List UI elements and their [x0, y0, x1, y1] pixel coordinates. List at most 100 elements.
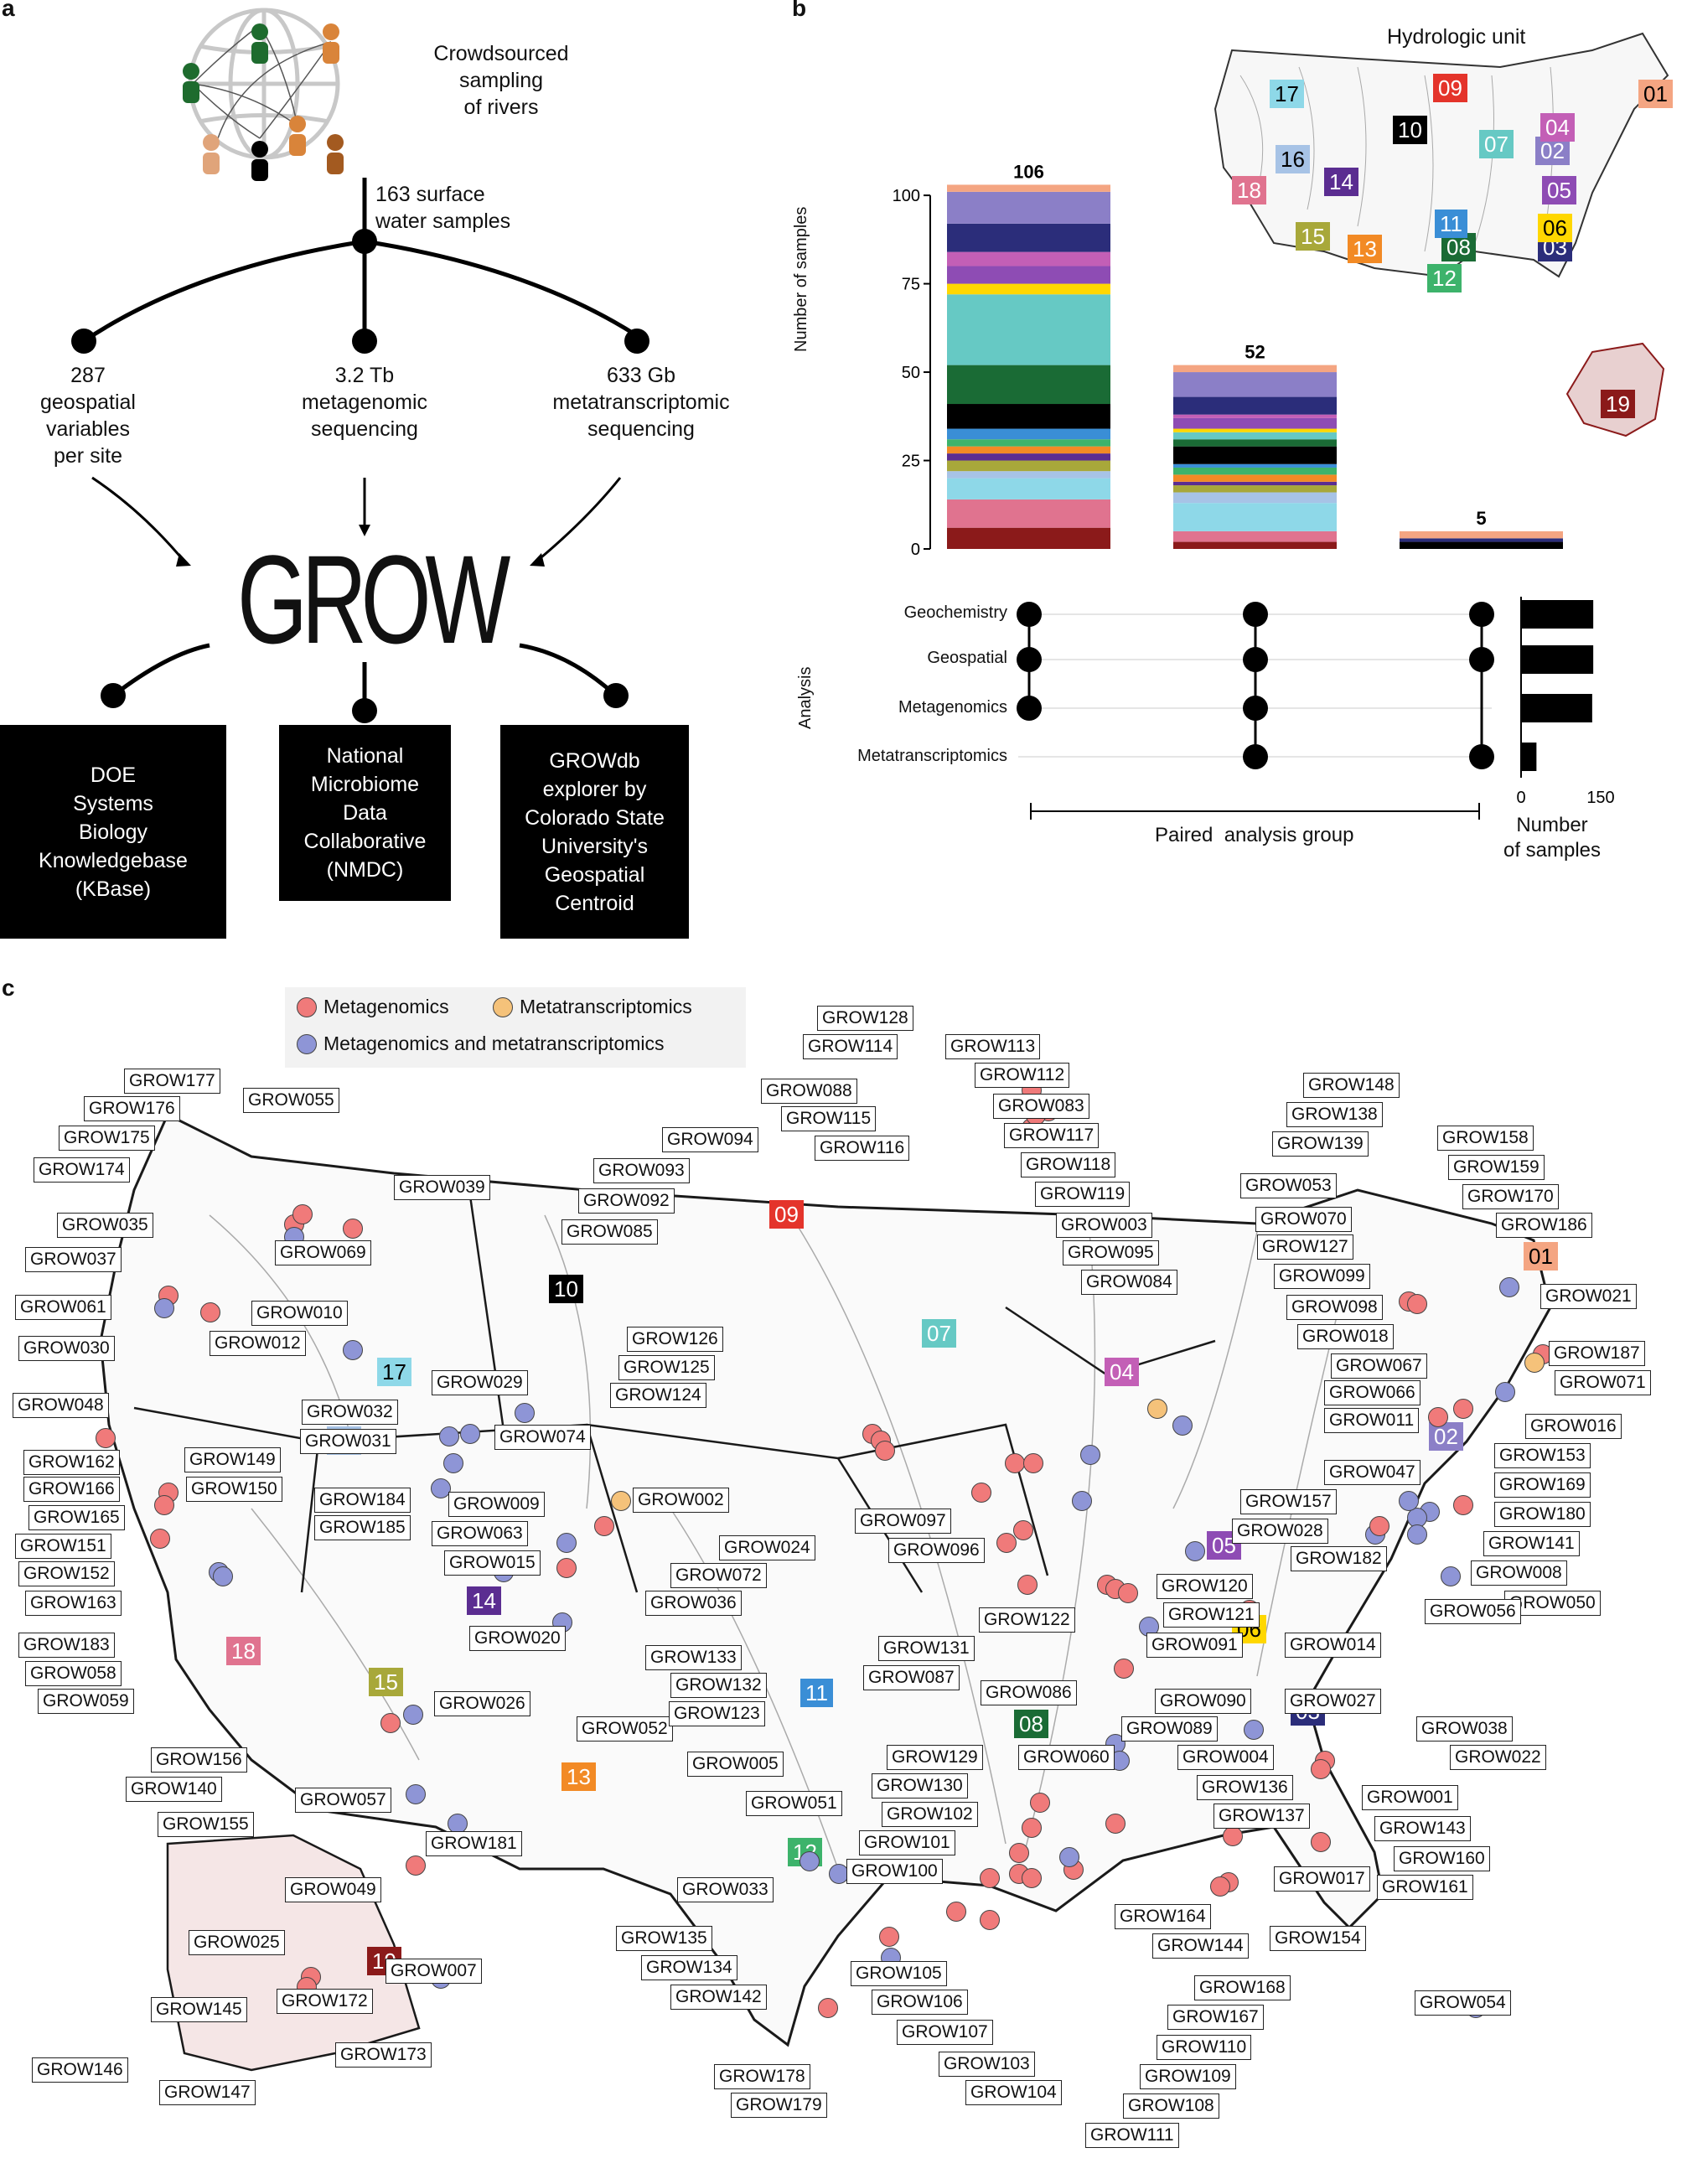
crowd-text: Crowdsourced sampling of rivers [409, 40, 593, 121]
sample-site-marker[interactable] [343, 1340, 363, 1360]
output-line: Biology [78, 820, 147, 844]
sample-site-marker[interactable] [1441, 1566, 1461, 1586]
sample-site-marker[interactable] [460, 1424, 480, 1444]
sample-site-marker[interactable] [1311, 1832, 1331, 1852]
sample-label: GROW125 [618, 1355, 715, 1380]
sample-label: GROW056 [1425, 1599, 1521, 1624]
sample-site-marker[interactable] [611, 1491, 631, 1511]
branch-line: metagenomic [301, 391, 428, 414]
sample-label: GROW005 [687, 1752, 784, 1777]
sample-site-marker[interactable] [1185, 1541, 1205, 1561]
sample-site-marker[interactable] [1311, 1759, 1331, 1779]
branch-line: sequencing [311, 417, 418, 441]
sample-site-marker[interactable] [431, 1478, 451, 1498]
sample-label: GROW010 [251, 1301, 348, 1326]
sample-site-marker[interactable] [980, 1868, 1000, 1888]
sample-site-marker[interactable] [1244, 1720, 1264, 1740]
sample-site-marker[interactable] [1022, 1868, 1042, 1888]
sample-site-marker[interactable] [818, 1998, 838, 2018]
sample-site-marker[interactable] [1005, 1453, 1025, 1473]
sample-site-marker[interactable] [1369, 1516, 1389, 1536]
sample-site-marker[interactable] [1407, 1524, 1427, 1545]
sample-site-marker[interactable] [996, 1533, 1017, 1553]
map-unit-badge: 17 [377, 1358, 411, 1386]
sample-label: GROW153 [1494, 1443, 1591, 1468]
sample-site-marker[interactable] [800, 1851, 820, 1871]
sample-site-marker[interactable] [150, 1529, 170, 1549]
sample-site-marker[interactable] [1495, 1382, 1515, 1402]
sample-site-marker[interactable] [200, 1302, 220, 1322]
panel-label-c: c [2, 975, 15, 1001]
bar-segment-04 [947, 251, 1110, 267]
sample-site-marker[interactable] [1009, 1843, 1029, 1863]
sample-site-marker[interactable] [556, 1558, 577, 1578]
sample-label: GROW101 [859, 1830, 955, 1855]
sample-label: GROW091 [1146, 1633, 1243, 1658]
sample-site-marker[interactable] [439, 1426, 459, 1447]
sample-site-marker[interactable] [829, 1864, 849, 1884]
sample-site-marker[interactable] [1017, 1575, 1038, 1595]
sample-label: GROW159 [1448, 1155, 1545, 1180]
sample-site-marker[interactable] [154, 1298, 174, 1318]
sample-label: GROW137 [1214, 1804, 1310, 1829]
sample-site-marker[interactable] [875, 1441, 895, 1461]
sample-label: GROW113 [945, 1034, 1041, 1059]
sample-site-marker[interactable] [406, 1784, 426, 1804]
sample-site-marker[interactable] [1453, 1495, 1473, 1515]
sample-site-marker[interactable] [1524, 1353, 1545, 1373]
sample-site-marker[interactable] [292, 1204, 313, 1224]
sample-site-marker[interactable] [1114, 1659, 1134, 1679]
sample-site-marker[interactable] [448, 1814, 468, 1834]
sample-site-marker[interactable] [1080, 1445, 1100, 1465]
sample-site-marker[interactable] [1147, 1399, 1167, 1419]
sample-site-marker[interactable] [213, 1566, 233, 1586]
sample-site-marker[interactable] [343, 1219, 363, 1239]
sample-site-marker[interactable] [1013, 1520, 1033, 1540]
sample-site-marker[interactable] [946, 1902, 966, 1922]
sample-site-marker[interactable] [594, 1516, 614, 1536]
sample-site-marker[interactable] [879, 1927, 899, 1947]
sample-site-marker[interactable] [1118, 1583, 1138, 1603]
sample-site-marker[interactable] [556, 1533, 577, 1553]
sample-site-marker[interactable] [1399, 1491, 1419, 1511]
hydrologic-unit-badge: 18 [1232, 176, 1266, 204]
sample-site-marker[interactable] [380, 1713, 401, 1733]
sample-label: GROW100 [846, 1859, 943, 1884]
sample-label: GROW112 [975, 1063, 1070, 1088]
sample-label: GROW063 [432, 1521, 528, 1546]
sample-label: GROW001 [1362, 1785, 1458, 1810]
hydrologic-unit-badge: 16 [1276, 145, 1310, 173]
sample-site-marker[interactable] [1105, 1814, 1126, 1834]
sample-site-marker[interactable] [1223, 1826, 1243, 1846]
sample-label: GROW124 [610, 1383, 706, 1408]
sample-site-marker[interactable] [1407, 1294, 1427, 1314]
sample-label: GROW142 [670, 1985, 767, 2010]
sample-site-marker[interactable] [1428, 1407, 1448, 1427]
hydrologic-unit-badge: 08 [1441, 233, 1476, 261]
sample-site-marker[interactable] [971, 1483, 991, 1503]
sample-site-marker[interactable] [1172, 1415, 1193, 1436]
sample-site-marker[interactable] [1453, 1399, 1473, 1419]
sample-label: GROW047 [1324, 1460, 1420, 1485]
sample-site-marker[interactable] [1030, 1793, 1050, 1813]
sample-site-marker[interactable] [1072, 1491, 1092, 1511]
sample-site-marker[interactable] [96, 1428, 116, 1448]
upset-dot [1243, 647, 1268, 672]
sample-site-marker[interactable] [1022, 1818, 1042, 1838]
bar-segment-02 [947, 191, 1110, 224]
sample-site-marker[interactable] [1023, 1453, 1043, 1473]
sample-site-marker[interactable] [406, 1855, 426, 1876]
sample-label: GROW117 [1004, 1123, 1100, 1148]
sample-site-marker[interactable] [403, 1705, 423, 1725]
sample-site-marker[interactable] [980, 1910, 1000, 1930]
sample-site-marker[interactable] [443, 1453, 463, 1473]
sample-site-marker[interactable] [154, 1495, 174, 1515]
sample-label: GROW138 [1286, 1102, 1383, 1127]
bar-segment-15 [1173, 485, 1337, 493]
sample-site-marker[interactable] [1059, 1847, 1079, 1867]
sample-site-marker[interactable] [515, 1403, 535, 1423]
sample-site-marker[interactable] [1210, 1876, 1230, 1897]
sample-site-marker[interactable] [1499, 1277, 1519, 1297]
output-line: GROWdb [549, 748, 640, 773]
